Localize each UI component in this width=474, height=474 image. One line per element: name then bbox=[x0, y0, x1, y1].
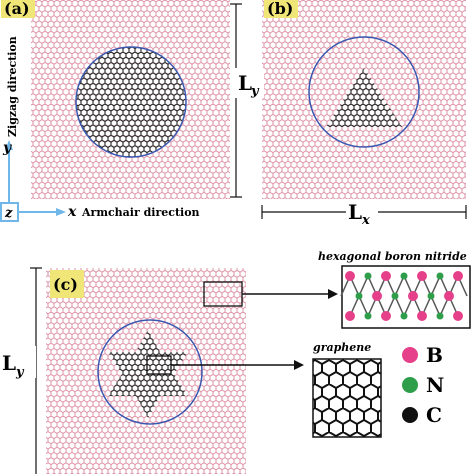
boron-atom bbox=[417, 271, 427, 281]
boron-atom bbox=[345, 271, 355, 281]
x-direction-label: Armchair direction bbox=[81, 206, 200, 219]
nitrogen-atom bbox=[364, 272, 372, 280]
legend-swatch-b bbox=[402, 347, 418, 363]
inset-arrows bbox=[171, 289, 338, 370]
nitrogen-atom bbox=[436, 312, 444, 320]
ly-c-label-sub: y bbox=[15, 365, 25, 380]
graphene-inset-title: graphene bbox=[313, 341, 371, 354]
boron-atom bbox=[417, 311, 427, 321]
y-axis-label: y bbox=[2, 140, 12, 156]
nitrogen-atom bbox=[400, 312, 408, 320]
legend-swatch-c bbox=[402, 407, 418, 423]
boron-atom bbox=[345, 311, 355, 321]
nitrogen-atom bbox=[436, 272, 444, 280]
nitrogen-atom bbox=[427, 292, 435, 300]
hbn-bond bbox=[394, 295, 405, 317]
panel-label-b: (b) bbox=[267, 0, 293, 18]
ly-c-label-main: L bbox=[2, 351, 16, 375]
nitrogen-atom bbox=[355, 292, 363, 300]
boron-atom bbox=[453, 271, 463, 281]
ly-dimension-top: L y bbox=[230, 3, 264, 198]
z-axis-label: z bbox=[4, 206, 13, 221]
panel-label-a: (a) bbox=[4, 0, 30, 18]
boron-atom bbox=[408, 291, 418, 301]
boron-atom bbox=[372, 291, 382, 301]
hbn-bond bbox=[358, 295, 369, 317]
ly-dimension-c: L y bbox=[0, 267, 42, 474]
lx-dimension: L x bbox=[261, 199, 467, 228]
graphene-inset-frame bbox=[312, 358, 382, 438]
hbn-bond bbox=[394, 275, 405, 297]
graphene-disk-a bbox=[76, 47, 186, 157]
legend-label-b: B bbox=[426, 343, 443, 367]
atom-legend: BNC bbox=[402, 343, 444, 427]
hbn-bond bbox=[358, 275, 369, 297]
nitrogen-atom bbox=[364, 312, 372, 320]
legend-label-c: C bbox=[426, 403, 442, 427]
ly-label-main: L bbox=[238, 71, 252, 95]
circle-outline-c bbox=[97, 319, 203, 425]
lx-label-main: L bbox=[348, 200, 362, 224]
label-bg-b bbox=[264, 0, 298, 18]
hbn-inset-title: hexagonal boron nitride bbox=[318, 250, 467, 263]
coordinate-axes: z y Zigzag direction x Armchair directio… bbox=[0, 36, 200, 222]
nitrogen-atom bbox=[400, 272, 408, 280]
label-bg-a bbox=[1, 0, 35, 18]
panel-b: (b) bbox=[262, 0, 466, 199]
panel-label-c: (c) bbox=[53, 275, 78, 294]
z-axis-box bbox=[0, 202, 19, 222]
graphene-inset: graphene bbox=[312, 341, 382, 438]
y-direction-label: Zigzag direction bbox=[6, 36, 19, 137]
circle-outline-b bbox=[308, 36, 420, 148]
nitrogen-atom bbox=[391, 292, 399, 300]
boron-atom bbox=[381, 311, 391, 321]
boron-atom bbox=[453, 311, 463, 321]
lx-label-sub: x bbox=[361, 213, 370, 228]
hbn-bond bbox=[430, 295, 441, 317]
legend-label-n: N bbox=[426, 373, 444, 397]
panel-a: (a) bbox=[1, 0, 230, 199]
label-bg-c bbox=[50, 270, 84, 298]
circle-outline-a bbox=[75, 46, 187, 158]
boron-atom bbox=[444, 291, 454, 301]
boron-atom bbox=[381, 271, 391, 281]
panel-c: (c) bbox=[46, 268, 246, 474]
hbn-atom-lattice bbox=[340, 271, 468, 321]
hbn-bond bbox=[430, 275, 441, 297]
x-axis-label: x bbox=[67, 204, 77, 220]
ly-label-sub: y bbox=[250, 84, 260, 99]
hbn-inset: hexagonal boron nitride bbox=[318, 250, 471, 329]
legend-swatch-n bbox=[402, 377, 418, 393]
